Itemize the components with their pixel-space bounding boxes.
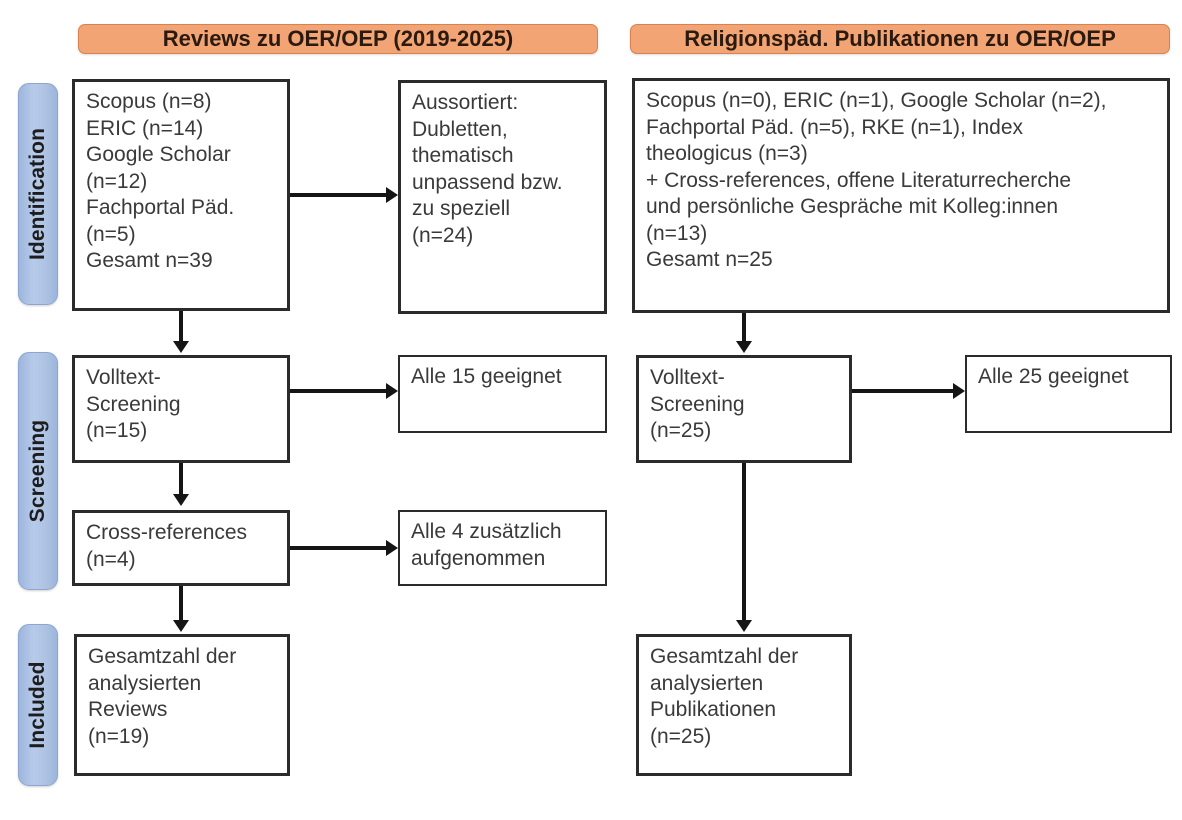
connector-right-screening-to-result xyxy=(852,389,953,393)
connector-right-sources-to-screening xyxy=(742,313,746,343)
stage-label-screening-text: Screening xyxy=(26,419,49,523)
arrowhead-left-sources-to-screening xyxy=(173,341,189,353)
box-left-excluded: Aussortiert: Dubletten, thematisch unpas… xyxy=(398,80,607,314)
arrowhead-left-screening-to-result xyxy=(386,383,398,399)
connector-right-screening-to-included xyxy=(742,463,746,622)
box-left-included-total: Gesamtzahl der analysierten Reviews (n=1… xyxy=(74,634,290,776)
arrowhead-right-screening-to-result xyxy=(953,383,965,399)
box-left-fulltext-result: Alle 15 geeignet xyxy=(398,355,607,433)
arrowhead-right-sources-to-screening xyxy=(736,341,752,353)
arrowhead-left-crossrefs-to-result xyxy=(386,540,398,556)
box-left-cross-references-result: Alle 4 zusätzlich aufgenommen xyxy=(398,510,607,586)
connector-left-screening-to-result xyxy=(290,389,386,393)
arrowhead-right-screening-to-included xyxy=(736,620,752,632)
column-header-publications: Religionspäd. Publikationen zu OER/OEP xyxy=(630,24,1170,54)
stage-label-screening: Screening xyxy=(18,352,58,590)
box-right-included-total: Gesamtzahl der analysierten Publikatione… xyxy=(636,634,852,776)
stage-label-identification-text: Identification xyxy=(26,127,49,261)
arrowhead-left-crossrefs-to-included xyxy=(173,620,189,632)
stage-label-identification: Identification xyxy=(18,83,58,305)
connector-left-screening-to-crossrefs xyxy=(179,463,183,496)
box-left-cross-references: Cross-references (n=4) xyxy=(72,510,290,586)
connector-left-sources-to-excluded xyxy=(290,193,386,197)
column-header-reviews: Reviews zu OER/OEP (2019-2025) xyxy=(78,24,598,54)
box-right-fulltext-screening: Volltext- Screening (n=25) xyxy=(636,355,852,463)
arrowhead-left-sources-to-excluded xyxy=(386,187,398,203)
connector-left-crossrefs-to-included xyxy=(179,586,183,622)
connector-left-sources-to-screening xyxy=(179,311,183,343)
box-left-fulltext-screening: Volltext- Screening (n=15) xyxy=(72,355,290,463)
arrowhead-left-screening-to-crossrefs xyxy=(173,494,189,506)
stage-label-included: Included xyxy=(18,624,58,786)
box-right-identification-sources: Scopus (n=0), ERIC (n=1), Google Scholar… xyxy=(632,78,1170,313)
box-right-fulltext-result: Alle 25 geeignet xyxy=(965,355,1172,433)
stage-label-included-text: Included xyxy=(26,661,49,749)
box-left-identification-sources: Scopus (n=8) ERIC (n=14) Google Scholar … xyxy=(72,79,290,311)
connector-left-crossrefs-to-result xyxy=(290,546,386,550)
